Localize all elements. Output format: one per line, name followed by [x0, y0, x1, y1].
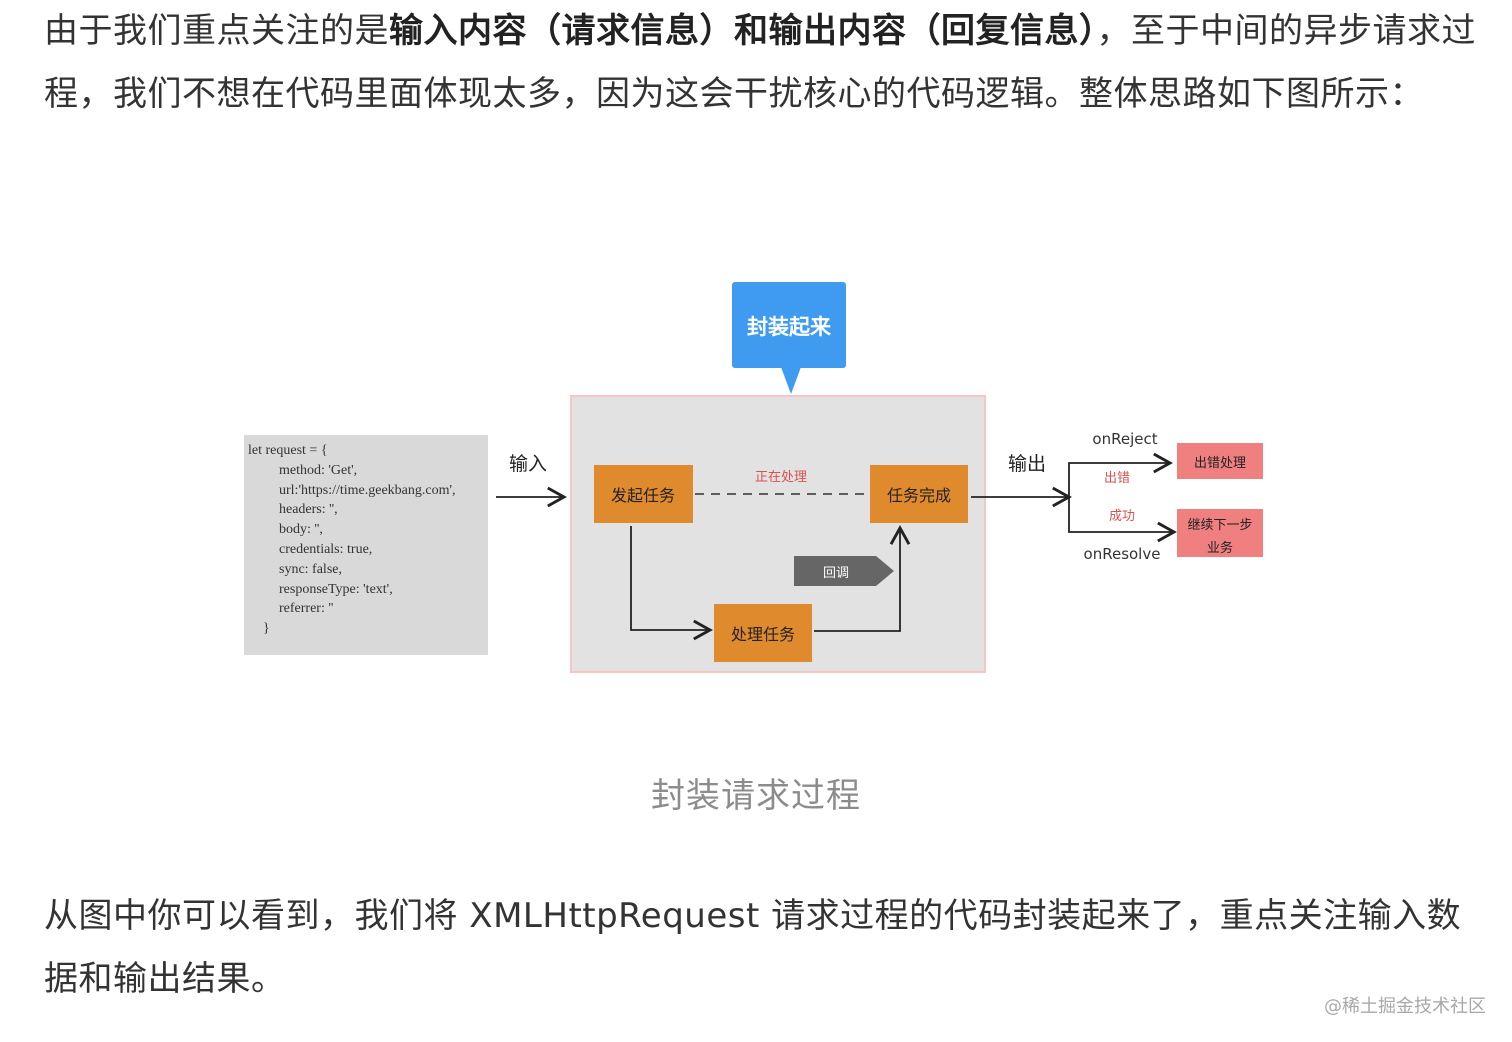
- code-line: body: '',: [279, 522, 323, 537]
- code-line: url:'https://time.geekbang.com',: [279, 483, 456, 498]
- intro-text-start: 由于我们重点关注的是: [44, 11, 389, 51]
- intro-bold-text: 输入内容（请求信息）和输出内容（回复信息）: [389, 11, 1097, 51]
- code-line: let request = {: [248, 443, 328, 458]
- output-label: 输出: [1008, 453, 1046, 475]
- success-label: 成功: [1109, 509, 1135, 524]
- task-done-label: 任务完成: [887, 486, 951, 505]
- code-line: referrer: '': [279, 601, 333, 616]
- on-reject-label: onReject: [1092, 430, 1157, 448]
- on-resolve-label: onResolve: [1084, 545, 1161, 563]
- start-to-handle-arrow: [630, 526, 713, 641]
- wrap-callout: 封装起来: [732, 282, 846, 394]
- code-line: method: 'Get',: [279, 463, 357, 478]
- reject-branch-arrow: [1068, 452, 1173, 497]
- continue-box: [1177, 509, 1263, 557]
- error-handle-label: 出错处理: [1194, 456, 1246, 471]
- handle-task-box: [714, 604, 812, 662]
- code-line: sync: false,: [279, 562, 342, 577]
- intro-paragraph: 由于我们重点关注的是输入内容（请求信息）和输出内容（回复信息），至于中间的异步请…: [44, 0, 1476, 126]
- wrap-callout-label: 封装起来: [747, 315, 832, 339]
- error-label: 出错: [1104, 471, 1130, 486]
- code-line: headers: '',: [279, 502, 338, 517]
- request-wrap-diagram: 封装起来 let request = { method: 'Get', url:…: [240, 278, 1270, 678]
- figure-caption: 封装请求过程: [651, 776, 861, 816]
- site-watermark: @稀土掘金技术社区: [1324, 996, 1486, 1017]
- error-handle-box: [1177, 443, 1263, 479]
- processing-label: 正在处理: [755, 470, 807, 485]
- handle-task-label: 处理任务: [731, 625, 795, 644]
- continue-label-line2: 业务: [1207, 540, 1233, 556]
- code-line: credentials: true,: [279, 542, 372, 557]
- handle-to-done-arrow: [814, 525, 911, 632]
- intro-text-end: ，至于中间的异步请求过程，我们不想在代码里面体现太多，因为这会干扰核心的代码逻辑…: [44, 11, 1476, 114]
- start-task-label: 发起任务: [611, 486, 675, 505]
- input-label: 输入: [509, 453, 547, 475]
- request-code-block: let request = { method: 'Get', url:'http…: [244, 435, 488, 655]
- task-done-box: [870, 465, 968, 523]
- callback-label: 回调: [823, 566, 849, 581]
- callback-tag: 回调: [794, 556, 894, 586]
- code-line: responseType: 'text',: [279, 582, 393, 597]
- start-task-box: [594, 465, 693, 523]
- resolve-branch-arrow: [1068, 497, 1177, 543]
- continue-label-line1: 继续下一步: [1187, 518, 1252, 533]
- summary-paragraph: 从图中你可以看到，我们将 XMLHttpRequest 请求过程的代码封装起来了…: [44, 896, 1462, 999]
- code-line: }: [263, 621, 270, 636]
